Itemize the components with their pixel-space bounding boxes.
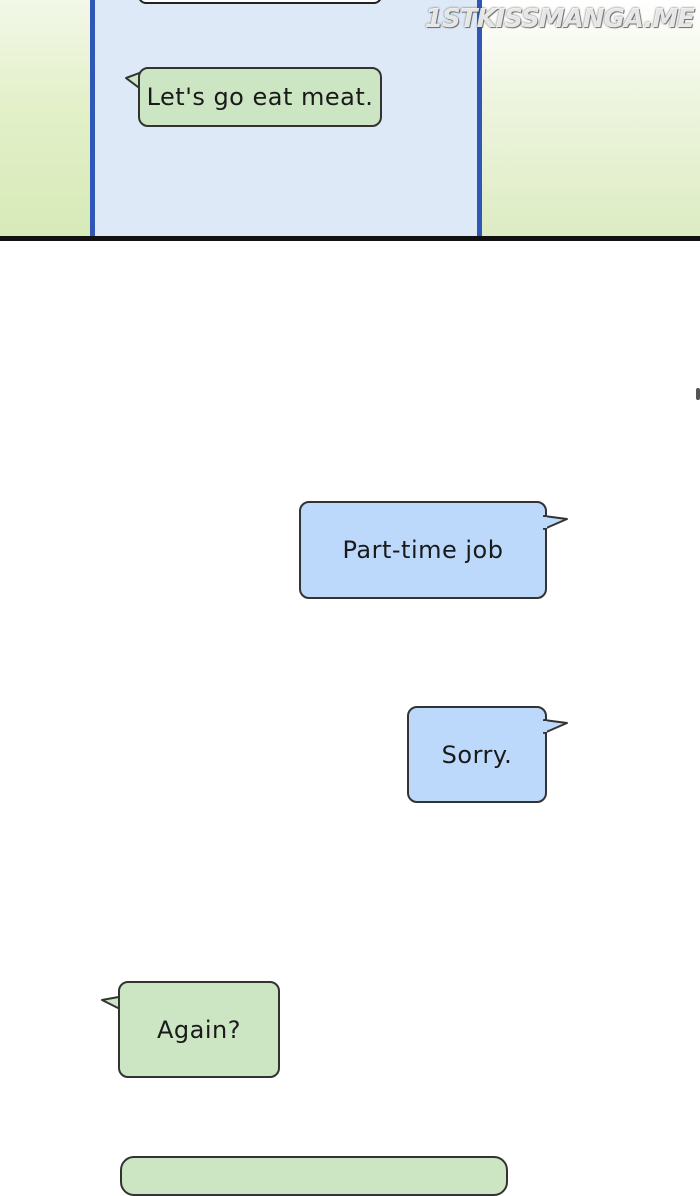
watermark: 1STKISSMANGA.ME — [424, 4, 695, 34]
chat-bubble: Let's go eat meat. — [138, 67, 382, 127]
chat-bubble-text: Let's go eat meat. — [146, 83, 374, 111]
chat-bubble: Part-time job — [299, 501, 547, 599]
chat-bubble-text: Part-time job — [342, 536, 504, 564]
edge-mark — [696, 388, 700, 400]
panel-border — [0, 236, 700, 241]
chat-bubble-text: Again? — [157, 1015, 241, 1044]
bubble-tail-right — [542, 515, 568, 530]
chat-bubble: Again? — [118, 981, 280, 1078]
panel-background — [482, 0, 700, 236]
top-panel: Let's go eat meat. 1STKISSMANGA.ME — [0, 0, 700, 236]
chat-bubble-partial — [120, 1156, 508, 1196]
bubble-tail-right — [542, 719, 568, 734]
previous-bubble-edge — [138, 0, 382, 4]
chat-bubble: Sorry. — [407, 706, 547, 803]
chat-bubble-text: Sorry. — [441, 740, 513, 769]
